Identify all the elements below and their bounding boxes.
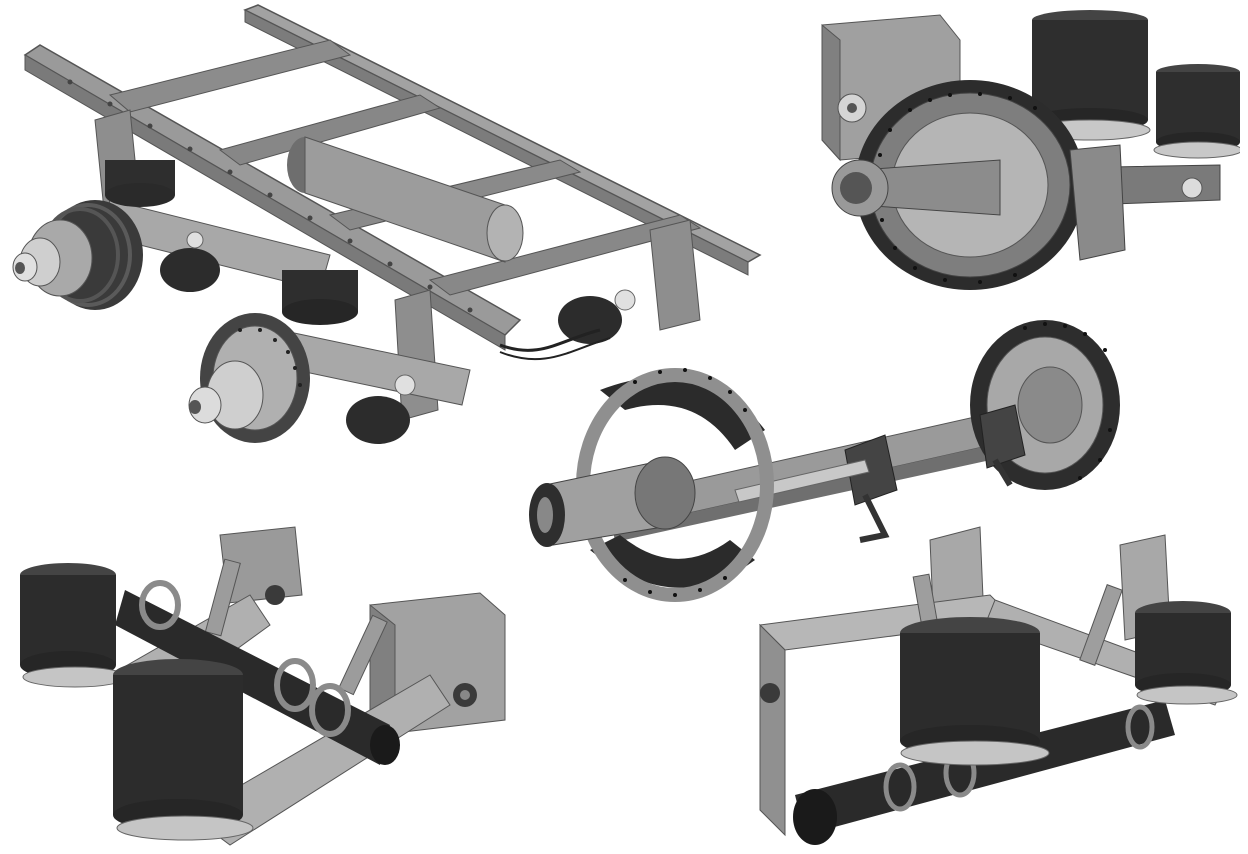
drum-brake-icon (821, 10, 1240, 290)
air-suspension-left-image (10, 525, 510, 850)
chassis-icon (12, 4, 762, 444)
air-spring-icon (758, 526, 1238, 845)
air-suspension-right-image (755, 525, 1245, 850)
suspension-drum-brake-image (820, 0, 1240, 300)
axle-icon (529, 320, 1120, 602)
air-spring-icon (20, 526, 506, 846)
braked-axle-image (525, 310, 1125, 610)
chassis-assembly-image (0, 0, 770, 460)
